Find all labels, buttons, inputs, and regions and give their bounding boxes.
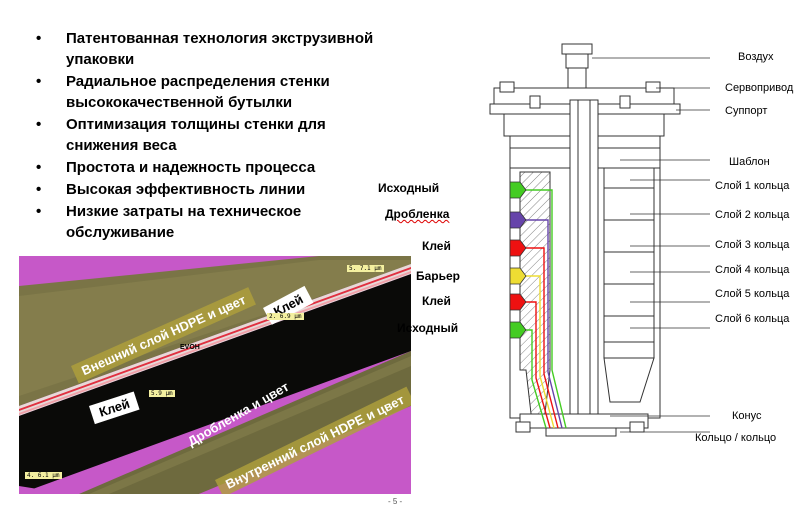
wall-cross-section-micrograph: Внешний слой HDPE и цвет Клей Клей Дробл… — [19, 256, 411, 494]
label-support: Суппорт — [725, 105, 768, 117]
label-ring5: Слой 5 кольца — [715, 288, 790, 300]
scale-marker: 5.9 μm — [149, 390, 175, 397]
label-ring1: Слой 1 кольца — [715, 180, 790, 192]
label-glue-top: Клей — [422, 239, 451, 253]
list-item: •Патентованная технология экструзивной у… — [36, 30, 374, 68]
page-number: - 5 - — [388, 497, 403, 506]
label-servo: Сервопривод — [725, 82, 794, 94]
bullet-icon: • — [36, 30, 42, 47]
bullet-icon: • — [36, 73, 42, 90]
label-ring-ring: Кольцо / кольцо — [695, 432, 777, 444]
label-ring2: Слой 2 кольца — [715, 209, 790, 221]
label-barrier: Барьер — [416, 269, 461, 283]
bullet-icon: • — [36, 203, 42, 220]
scale-marker: 2. 6.9 μm — [267, 313, 304, 320]
label-ring3: Слой 3 кольца — [715, 239, 790, 251]
list-item: •Оптимизация толщины стенки для снижения… — [36, 116, 326, 154]
label-glue-bottom: Клей — [422, 294, 451, 308]
label-air: Воздух — [738, 51, 774, 63]
extrusion-head-diagram — [480, 30, 710, 455]
scale-marker: 4. 6.1 μm — [25, 472, 62, 479]
label-ring6: Слой 6 кольца — [715, 313, 790, 325]
evoh-label: EVOH — [180, 344, 200, 351]
list-item: •Простота и надежность процесса — [36, 159, 316, 176]
bullet-icon: • — [36, 159, 42, 176]
list-item: •Радиальное распределения стенки высокок… — [36, 73, 330, 111]
label-regrind: Дробленка — [385, 207, 450, 221]
list-item: •Низкие затраты на техническое обслужива… — [36, 203, 302, 241]
label-template: Шаблон — [729, 156, 770, 168]
list-item: •Высокая эффективность линии — [36, 181, 306, 198]
feature-list: •Патентованная технология экструзивной у… — [36, 28, 396, 244]
label-cone: Конус — [732, 410, 762, 422]
extrusion-head-drawing — [489, 43, 710, 437]
label-ring4: Слой 4 кольца — [715, 264, 790, 276]
label-source-bottom: Исходный — [397, 321, 459, 335]
label-source-top: Исходный — [378, 181, 440, 195]
scale-marker: 5. 7.1 μm — [347, 265, 384, 272]
bullet-icon: • — [36, 116, 42, 133]
bullet-icon: • — [36, 181, 42, 198]
